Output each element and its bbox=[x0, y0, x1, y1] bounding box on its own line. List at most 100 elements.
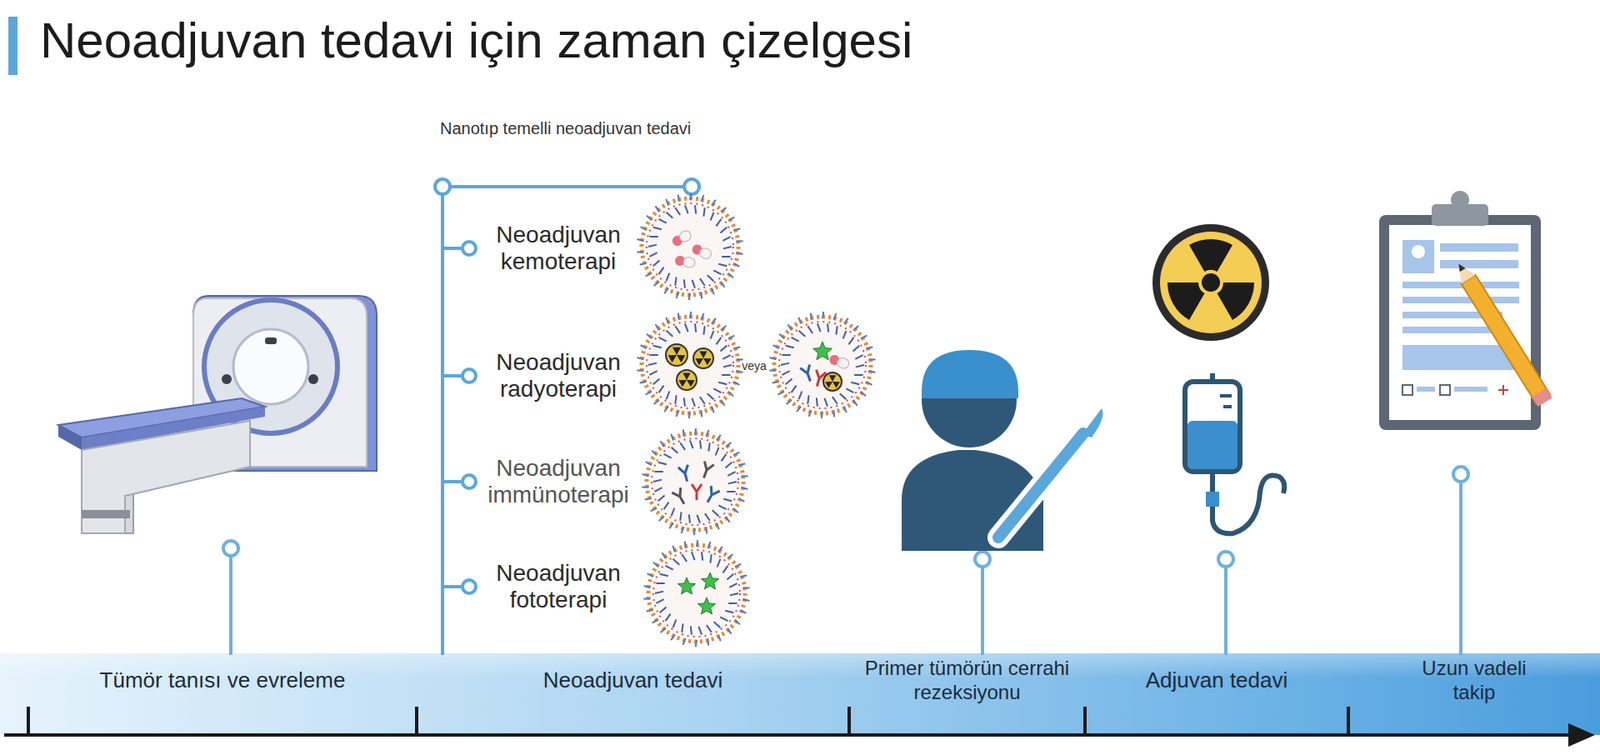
lipid-tail bbox=[711, 406, 715, 414]
lipid-tail bbox=[664, 406, 669, 412]
lipid-tail bbox=[684, 397, 685, 406]
trefoil-blade bbox=[1217, 282, 1255, 320]
leader-lines bbox=[223, 466, 1469, 655]
shape bbox=[682, 256, 696, 269]
lipid-tail bbox=[653, 378, 660, 385]
lipid-tail bbox=[660, 628, 666, 633]
radio-agent bbox=[676, 370, 697, 390]
radiation-symbol bbox=[1152, 224, 1270, 341]
lipid-tail bbox=[665, 614, 671, 621]
particle-core bbox=[646, 203, 734, 290]
segment-label: Neoadjuvan tedavi bbox=[543, 667, 723, 694]
lipid-tail bbox=[796, 406, 801, 412]
lipid-tail bbox=[822, 311, 824, 319]
lipid-tail bbox=[716, 523, 720, 530]
lipid-tail bbox=[710, 212, 715, 221]
shape bbox=[699, 460, 715, 480]
lipid-tail bbox=[869, 358, 876, 360]
lipid-tail bbox=[718, 546, 723, 552]
lipid-tail bbox=[715, 337, 721, 345]
lipid-tail bbox=[733, 346, 740, 349]
lipid-tail bbox=[726, 490, 735, 493]
lipid-tail bbox=[791, 385, 797, 393]
lipid-tail bbox=[655, 324, 659, 330]
lipid-tail bbox=[728, 602, 737, 605]
radio-blade bbox=[825, 381, 833, 389]
lipid-tail bbox=[670, 434, 674, 441]
lipid-tail bbox=[681, 554, 687, 562]
drug-pill bbox=[674, 255, 696, 269]
photosensitizer-star bbox=[813, 341, 833, 360]
shape bbox=[698, 246, 714, 261]
lipid-tail bbox=[658, 495, 665, 501]
lipid-tail bbox=[718, 264, 727, 267]
antibody bbox=[691, 484, 702, 500]
lipid-tail bbox=[646, 610, 654, 612]
lipid-tail bbox=[728, 481, 737, 484]
particle-shell bbox=[774, 316, 871, 414]
lipid-tail bbox=[852, 345, 860, 352]
lipid-tail bbox=[700, 291, 703, 299]
lipid-tail bbox=[666, 212, 674, 219]
drug-pill bbox=[828, 353, 851, 370]
lipid-tail bbox=[671, 447, 679, 454]
lipid-tail bbox=[845, 388, 854, 393]
lipid-tail bbox=[869, 370, 876, 373]
lipid-tail bbox=[772, 381, 780, 384]
lipid-tail bbox=[733, 452, 740, 455]
lipid-tail bbox=[720, 281, 725, 288]
lipid-tail bbox=[844, 318, 849, 324]
lipid-tail bbox=[743, 586, 750, 589]
lipid-tail bbox=[865, 381, 872, 385]
lipid-tail bbox=[677, 195, 680, 202]
lipid-tail bbox=[711, 288, 715, 295]
lipid-tail bbox=[645, 273, 652, 276]
timeline-segment: Primer tümörün cerrahi rezeksiyonu bbox=[849, 655, 1085, 707]
radio-blade bbox=[699, 351, 707, 359]
lipid-tail bbox=[718, 635, 721, 642]
lipid-tail bbox=[728, 273, 734, 279]
lipid-tail bbox=[853, 325, 859, 330]
lipid-tail bbox=[654, 281, 660, 286]
lipid-tail bbox=[740, 575, 747, 577]
lipid-tail bbox=[708, 442, 710, 451]
lipid-tail bbox=[637, 239, 645, 241]
lipid-tail bbox=[718, 505, 726, 510]
lipid-tail bbox=[714, 621, 721, 628]
lipid-tail bbox=[722, 565, 728, 573]
lipid-tail bbox=[675, 325, 680, 334]
lipid-tail bbox=[649, 235, 658, 238]
lipid-tail bbox=[648, 245, 657, 247]
lipid-tail bbox=[707, 393, 715, 400]
lipid-tail bbox=[666, 272, 670, 281]
lipid-tail bbox=[649, 252, 657, 257]
group-heading: Nanotıp temelli neoadjuvan tedavi bbox=[440, 119, 790, 139]
lipid-tail bbox=[689, 514, 690, 523]
radio-blade bbox=[676, 355, 685, 363]
lipid-tail bbox=[810, 313, 813, 320]
lipid-tail bbox=[733, 381, 740, 385]
lipid-tail bbox=[741, 475, 749, 477]
particle-shell bbox=[641, 198, 739, 295]
lipid-tail bbox=[655, 205, 659, 212]
lipid-tail bbox=[659, 337, 667, 342]
shape bbox=[703, 485, 720, 505]
lipid-tail bbox=[643, 597, 650, 600]
lipid-tail bbox=[832, 410, 835, 417]
lipid-tail bbox=[729, 583, 737, 588]
lipid-tail bbox=[715, 447, 720, 456]
lipid-tail bbox=[721, 374, 730, 376]
lipid-tail bbox=[673, 559, 680, 565]
lipid-tail bbox=[650, 508, 657, 511]
lipid-tail bbox=[850, 382, 860, 385]
lipid-tail bbox=[645, 391, 652, 395]
lipid-tail bbox=[705, 526, 708, 534]
lipid-tail bbox=[655, 599, 664, 604]
antibody bbox=[703, 485, 720, 505]
axis-ticks bbox=[28, 706, 1349, 735]
radio-blade bbox=[678, 380, 687, 387]
lipid-tail bbox=[660, 440, 664, 447]
lipid-tail bbox=[853, 400, 857, 406]
